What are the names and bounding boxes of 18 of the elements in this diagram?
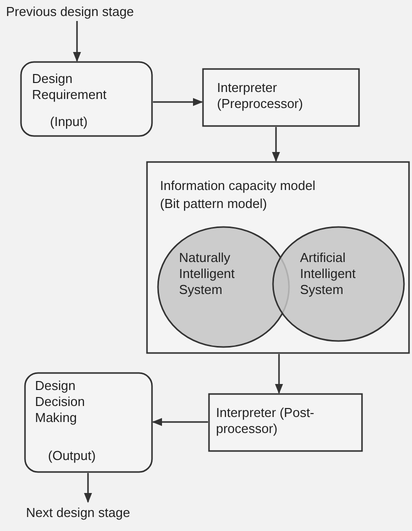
box-subtitle: (Bit pattern model) xyxy=(160,196,268,212)
box-title: Interpreter (Post-processor) xyxy=(216,405,316,437)
box-title: Design Requirement xyxy=(32,71,108,103)
box-title: Interpreter (Preprocessor) xyxy=(217,80,304,112)
arrow xyxy=(153,98,203,106)
stage-label: Previous design stage xyxy=(6,4,135,20)
box-subtitle: (Output) xyxy=(48,448,97,464)
arrow xyxy=(84,473,92,503)
box-title: Design Decision Making xyxy=(35,378,86,426)
stage-label: Next design stage xyxy=(26,505,132,521)
arrow xyxy=(275,354,283,394)
box-subtitle: (Input) xyxy=(50,114,89,130)
box-title: Information capacity model xyxy=(160,178,316,194)
ellipse-label: Artificial Intelligent System xyxy=(300,250,357,298)
ellipse-label: Naturally Intelligent System xyxy=(179,250,236,298)
arrow xyxy=(73,21,81,62)
arrow xyxy=(152,418,208,426)
arrow xyxy=(272,127,280,162)
